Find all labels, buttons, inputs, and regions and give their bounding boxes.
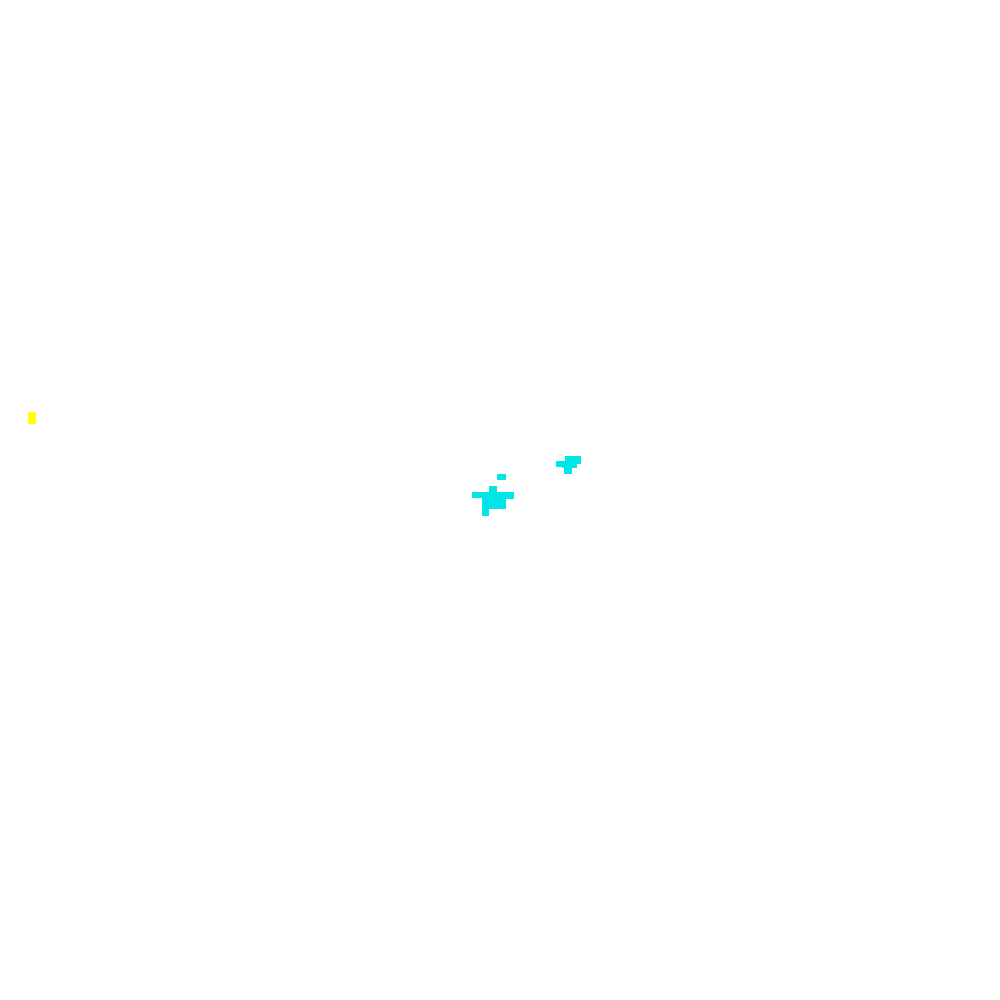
cyan-blob-small	[556, 456, 581, 474]
player-sprite	[28, 412, 36, 424]
cyan-blob-large	[472, 474, 514, 516]
